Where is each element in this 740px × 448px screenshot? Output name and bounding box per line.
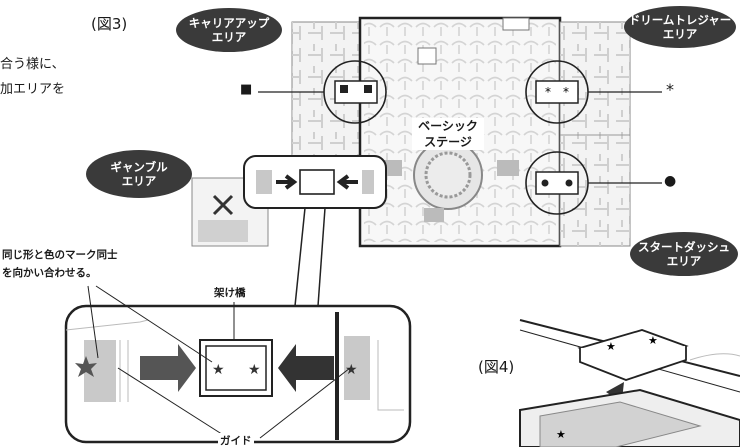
svg-text:*: * <box>563 85 569 99</box>
basic-stage-board <box>358 16 562 248</box>
dream-treasure-area-line2: エリア <box>662 27 698 41</box>
gamble-area-line1: ギャンブル <box>110 160 168 174</box>
bridge-label: 架け橋 <box>214 287 246 299</box>
right-board <box>559 21 631 247</box>
basic-stage-line2: ステージ <box>424 135 472 149</box>
basic-stage-line1: ベーシック <box>418 119 478 133</box>
figure-4-label: (図4) <box>478 358 515 376</box>
guide-label: ガイド <box>218 433 254 448</box>
career-up-area-badge: キャリアアップ エリア <box>176 8 282 52</box>
instruction-text: 同じ形と色のマーク同士 を向かい合わせる。 <box>2 246 118 282</box>
gamble-area-badge: ギャンブル エリア <box>86 150 192 198</box>
side-text: 合う様に、 加エリアを <box>0 54 65 100</box>
fig4-illustration: ★ ★ ★ <box>519 319 740 447</box>
career-up-area-line1: キャリアアップ <box>188 16 270 30</box>
zoom-detail-box: ★ ★ ★ <box>64 304 412 444</box>
start-dash-area-badge: スタートダッシュ エリア <box>630 232 738 276</box>
svg-text:★: ★ <box>248 362 261 378</box>
instruction-line-1: 同じ形と色のマーク同士 <box>2 249 118 261</box>
gamble-connection-box <box>243 155 387 209</box>
svg-text:★: ★ <box>212 362 225 378</box>
dot-marker: ● <box>664 173 677 189</box>
dream-treasure-area-badge: ドリームトレジャー エリア <box>624 6 736 48</box>
svg-text:★: ★ <box>556 428 566 441</box>
gamble-area-line2: エリア <box>121 174 157 188</box>
svg-text:★: ★ <box>606 340 616 353</box>
dream-treasure-area-line1: ドリームトレジャー <box>628 13 732 27</box>
start-dash-area-line1: スタートダッシュ <box>638 240 730 254</box>
connection-circle-top-left <box>323 60 387 124</box>
svg-text:★: ★ <box>648 334 658 347</box>
career-up-area-line2: エリア <box>211 30 247 44</box>
basic-stage-label: ベーシック ステージ <box>412 118 484 150</box>
svg-text:*: * <box>545 85 551 99</box>
asterisk-marker: * <box>666 80 674 99</box>
side-text-line-1: 合う様に、 <box>0 57 65 72</box>
side-text-line-2: 加エリアを <box>0 82 66 97</box>
square-marker: ■ <box>240 82 253 97</box>
start-dash-area-line2: エリア <box>666 254 702 268</box>
instruction-line-2: を向かい合わせる。 <box>2 267 97 279</box>
svg-text:★: ★ <box>345 362 358 378</box>
figure-3-label: (図3) <box>91 15 128 33</box>
